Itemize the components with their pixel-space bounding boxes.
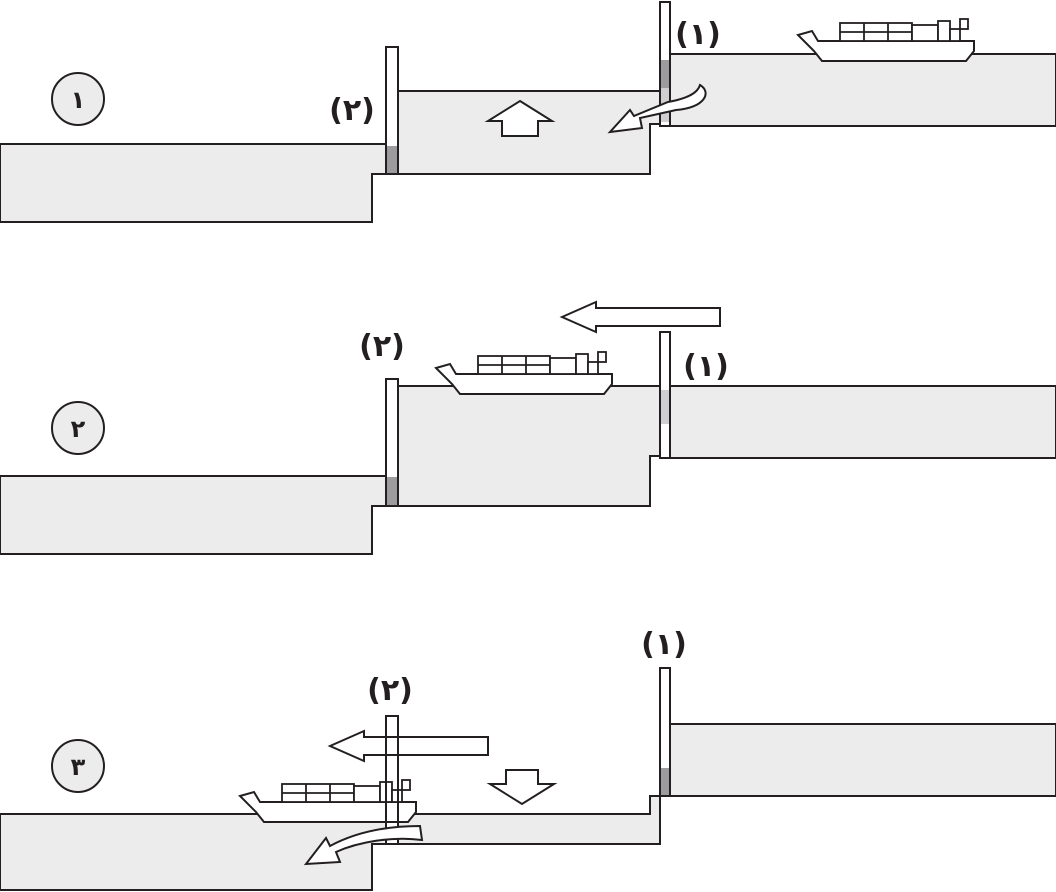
lower-gate-seal: [387, 146, 397, 173]
lower-canal-water: [0, 143, 387, 223]
lock-chamber-water: [397, 795, 661, 845]
down-arrow: [486, 769, 558, 806]
upper-gate-label: (١): [675, 17, 721, 52]
step-circle-2: [51, 401, 105, 455]
lower-canal-water: [0, 475, 387, 555]
upper-gate-seal: [661, 768, 669, 795]
lower-gate-seal: [387, 477, 397, 505]
step-circle-1: [51, 72, 105, 126]
lock-chamber-water: [397, 385, 661, 507]
panel-3: ٣ (٢) (١): [0, 627, 1056, 891]
lower-gate-label: (٢): [359, 329, 405, 364]
upper-gate-label: (١): [641, 627, 687, 662]
upper-canal-water: [669, 53, 1056, 127]
panel-1: ١ (٢) (١): [0, 1, 1056, 223]
upper-gate: [659, 667, 671, 797]
lower-gate-label: (٢): [329, 93, 375, 128]
upper-canal-water: [669, 385, 1056, 459]
left-arrow: [559, 300, 721, 334]
panel-2: ٢ (٢) (١): [0, 300, 1056, 555]
left-arrow: [327, 729, 489, 763]
upper-gate-seal: [661, 60, 669, 88]
ship-icon: [238, 779, 417, 823]
lower-gate-outline: [385, 715, 399, 845]
ship-icon: [434, 351, 613, 395]
step-number: ١: [71, 86, 86, 114]
step-circle-3: [51, 739, 105, 793]
upper-gate-seal: [661, 390, 669, 424]
lower-gate-label: (٢): [367, 673, 413, 708]
upper-canal-water: [669, 723, 1056, 797]
lower-gate: [385, 715, 399, 845]
ship-icon: [796, 18, 975, 62]
water-flow-arrow: [607, 83, 707, 134]
step-number: ٢: [71, 415, 86, 443]
lower-gate: [385, 378, 399, 507]
upper-gate-label: (١): [683, 349, 729, 384]
water-flow-arrow: [303, 824, 424, 866]
up-arrow: [484, 99, 556, 137]
lower-gate: [385, 46, 399, 175]
step-number: ٣: [71, 753, 86, 781]
